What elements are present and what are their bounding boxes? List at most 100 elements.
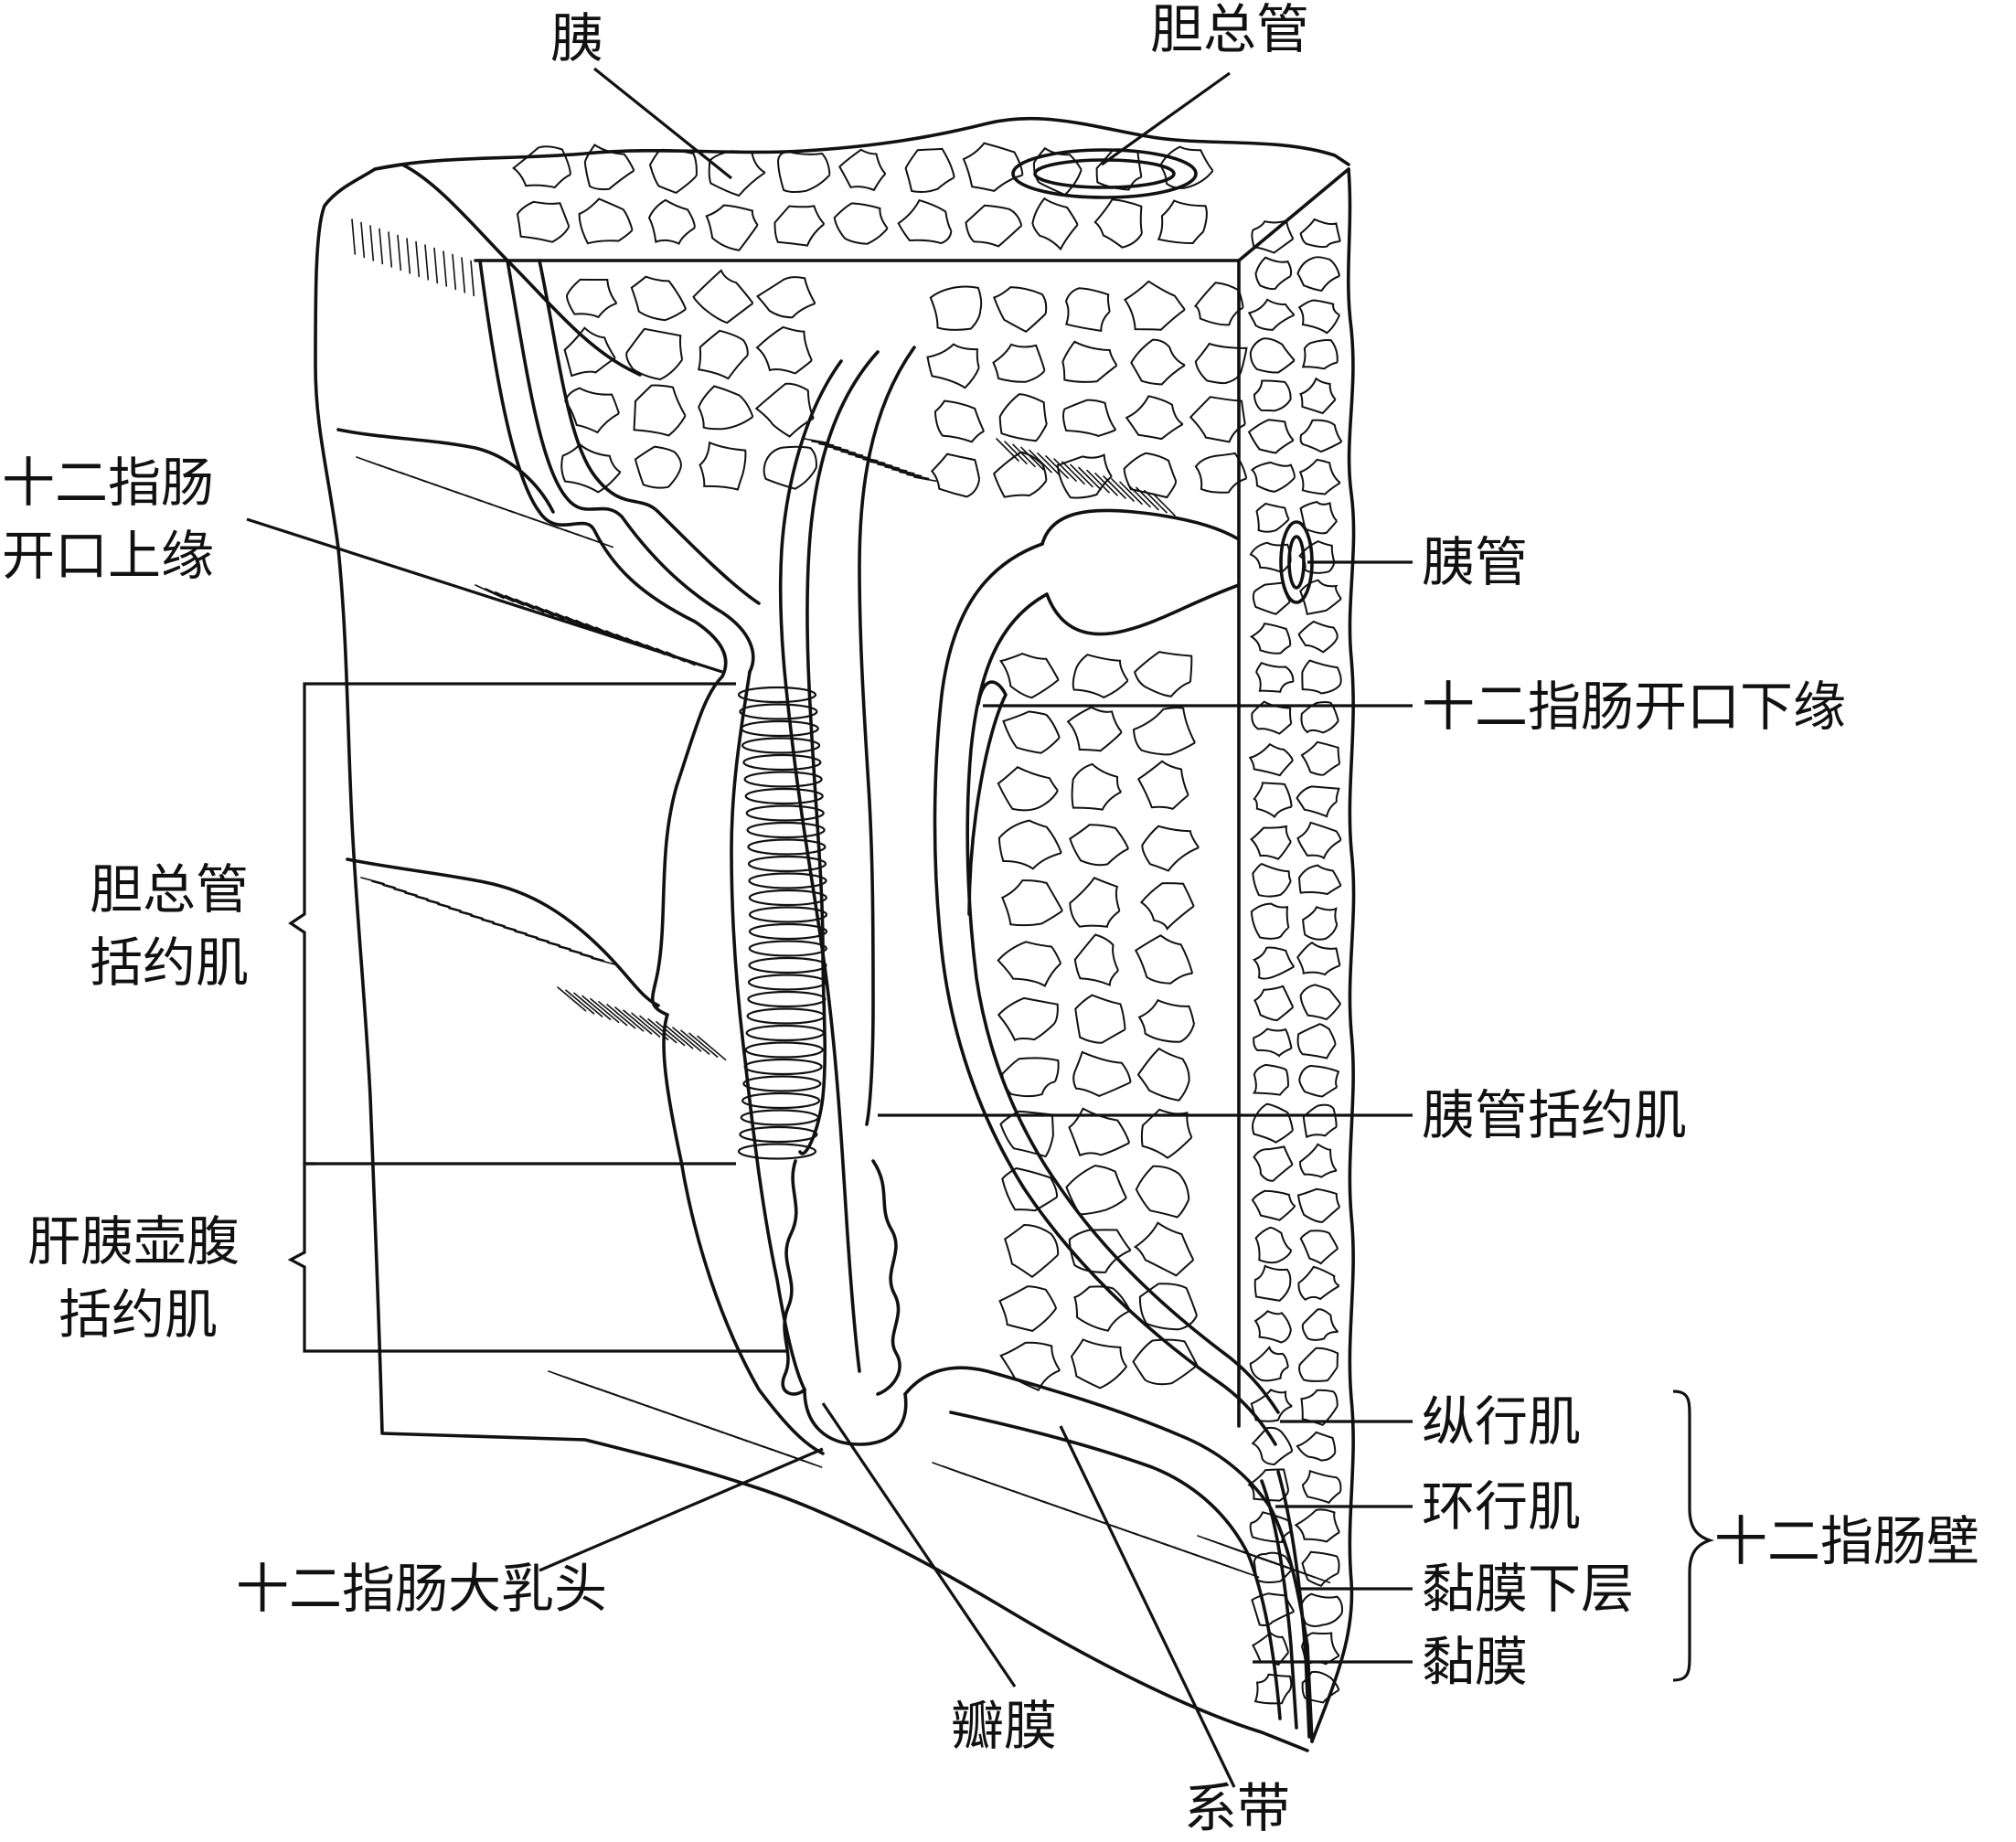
- sphincter-coil-ring: [737, 1143, 817, 1160]
- sphincter-coil-ring: [740, 1109, 819, 1126]
- pancreatic-lobule: [1189, 396, 1246, 443]
- labels: 胰 胆总管 十二指肠 开口上缘 胰管 十二指肠开口下缘 胆总管 括约肌 胰管括约…: [2, 0, 1979, 1839]
- muscle-hatch-stroke: [470, 915, 495, 923]
- pancreatic-lobule: [1249, 337, 1296, 374]
- pancreatic-lobule: [1061, 340, 1118, 383]
- muscle-hatch-stroke: [1070, 463, 1093, 488]
- pancreatic-lobule: [1248, 742, 1294, 777]
- muscle-hatch-stroke: [371, 880, 396, 889]
- muscle-hatch-stroke: [475, 584, 505, 600]
- muscle-hatch-stroke: [826, 445, 849, 452]
- pancreatic-lobule: [1249, 825, 1292, 860]
- muscle-hatch-stroke: [360, 221, 366, 259]
- muscle-hatch-stroke: [448, 907, 473, 916]
- sphincter-coil-ring: [747, 990, 827, 1008]
- pancreatic-lobule: [708, 150, 766, 197]
- pancreatic-lobule: [1254, 1226, 1293, 1264]
- muscle-hatch-stroke: [623, 1009, 653, 1035]
- pancreatic-lobule: [933, 399, 986, 443]
- brace-ampulla-sphincter: [287, 1162, 315, 1353]
- pancreatic-lobule: [1250, 1389, 1293, 1422]
- pancreatic-lobule: [705, 204, 759, 251]
- pancreatic-lobule: [1300, 1632, 1340, 1666]
- pancreatic-lobule: [1136, 760, 1189, 810]
- muscle-hatching: [351, 218, 1331, 1584]
- muscle-hatch-stroke: [1086, 469, 1110, 494]
- pancreatic-duct-opening: [1279, 520, 1314, 604]
- muscle-hatch-stroke: [393, 888, 418, 897]
- muscle-hatch-stroke: [840, 451, 864, 457]
- sphincter-coil-ring: [747, 974, 827, 991]
- muscle-hatch-stroke: [485, 588, 515, 603]
- pancreatic-lobule: [1301, 339, 1339, 370]
- pancreatic-lobule: [1247, 298, 1296, 331]
- label-common-bile-duct: 胆总管: [1150, 0, 1309, 60]
- pancreatic-lobule: [1252, 1063, 1289, 1096]
- muscle-hatch-stroke: [906, 474, 930, 480]
- pancreatic-lobule: [512, 145, 571, 189]
- duodenal-front-face-fold-1: [336, 428, 555, 514]
- pancreatic-lobule: [1299, 1230, 1339, 1265]
- sphincter-coil-ring: [745, 1024, 825, 1042]
- sphincter-coil-ring: [743, 771, 823, 788]
- muscle-hatch-stroke: [586, 537, 614, 548]
- sphincter-coil-ring: [740, 719, 819, 738]
- muscle-hatch-stroke: [388, 231, 393, 268]
- pancreatic-lobule: [1001, 1166, 1059, 1212]
- pancreatic-lobule: [1253, 1264, 1292, 1302]
- muscle-hatch-stroke: [481, 919, 506, 927]
- duodenal-wall-lower-layer-3: [1260, 1479, 1298, 1730]
- pancreatic-lobule: [998, 653, 1060, 699]
- muscle-hatch-stroke: [614, 1006, 645, 1032]
- sphincter-coil-ring: [739, 703, 818, 720]
- sphincter-coil-ring: [747, 855, 827, 873]
- pancreatic-lobule: [1139, 882, 1195, 931]
- pancreatic-lobule: [1001, 1057, 1060, 1098]
- pancreatic-lobule: [1123, 452, 1178, 499]
- brace-duodenal-wall: [1672, 1389, 1715, 1682]
- pancreatic-lobule: [565, 278, 618, 319]
- pancreatic-lobule: [1073, 1285, 1131, 1332]
- duodenal-wall-layer-1: [478, 259, 728, 678]
- pancreatic-lobule: [630, 275, 688, 322]
- sphincter-coil-ring: [742, 753, 822, 772]
- pancreatic-lobule: [1251, 1592, 1296, 1626]
- muscle-hatch-stroke: [639, 1015, 669, 1040]
- pancreatic-lobule: [1133, 651, 1193, 697]
- duodenal-wall-outer-outline: [314, 163, 1309, 1752]
- muscle-hatch-stroke: [573, 992, 603, 1017]
- pancreatic-lobule: [1253, 1551, 1293, 1584]
- pancreatic-lobule: [930, 453, 981, 498]
- pancreatic-lobule: [1001, 879, 1063, 927]
- pancreatic-lobule: [998, 1285, 1058, 1332]
- sphincter-coil-ring: [748, 940, 827, 957]
- pancreatic-lobule: [1068, 1229, 1132, 1273]
- pancreatic-lobule: [1130, 338, 1186, 386]
- muscle-hatch-stroke: [1119, 481, 1143, 506]
- muscle-hatch-stroke: [1094, 472, 1118, 496]
- pancreatic-lobule: [648, 148, 698, 195]
- muscle-hatch-stroke: [492, 922, 517, 931]
- pancreatic-duct-channel-inner: [965, 592, 1280, 1414]
- pancreatic-lobule: [1066, 706, 1123, 752]
- common-bile-duct-opening: [1011, 148, 1198, 199]
- leader-valve-membrane: [821, 1402, 1017, 1688]
- pancreatic-lobule: [1137, 998, 1195, 1043]
- pancreatic-lobule: [1247, 1468, 1290, 1502]
- pancreatic-lobule: [1140, 1108, 1193, 1159]
- muscle-hatch-stroke: [1111, 478, 1135, 502]
- pancreatic-lobule: [833, 202, 889, 245]
- pancreatic-lobule: [1031, 197, 1079, 251]
- pancreatic-lobule: [1071, 762, 1123, 811]
- anatomy-illustration: [314, 116, 1356, 1752]
- pancreatic-lobule: [1194, 342, 1248, 385]
- pancreatic-lobule: [647, 198, 696, 245]
- pancreatic-lobule: [763, 445, 817, 490]
- pancreatic-lobule: [1300, 701, 1339, 734]
- muscle-hatch-stroke: [1078, 466, 1102, 491]
- muscle-hatch-stroke: [565, 615, 595, 631]
- muscle-hatch-stroke: [1103, 475, 1126, 499]
- muscle-hatch-stroke: [424, 244, 430, 281]
- pancreatic-lobule: [1253, 782, 1293, 819]
- pancreatic-lobule: [1061, 399, 1117, 437]
